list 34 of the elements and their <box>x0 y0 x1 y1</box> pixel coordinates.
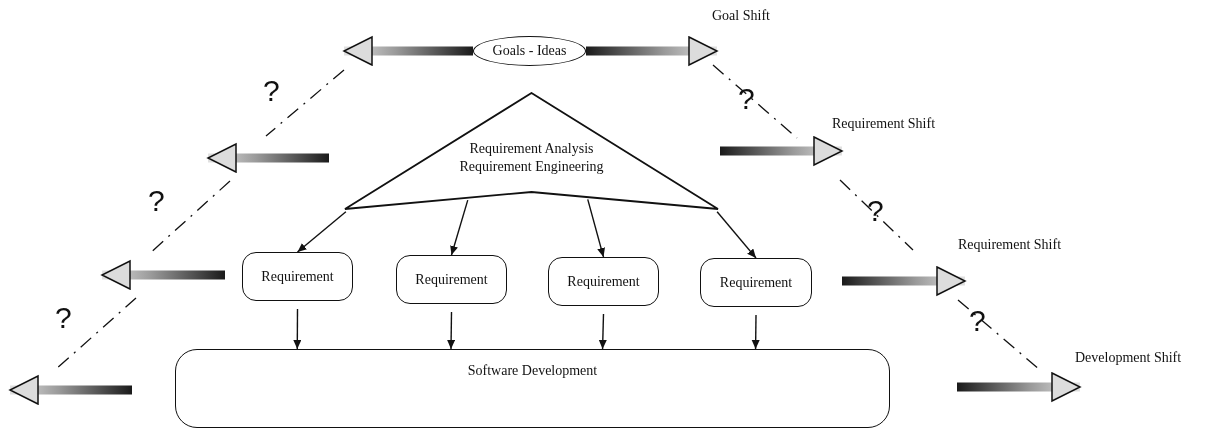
node-text: Requirement <box>261 267 334 286</box>
shift-label: Requirement Shift <box>958 237 1062 253</box>
arrow <box>716 211 757 259</box>
shift-label: Requirement Shift <box>832 116 936 132</box>
arrow <box>450 199 469 256</box>
question-mark: ? <box>148 186 165 216</box>
analysis-triangle <box>344 92 719 210</box>
question-mark: ? <box>263 76 280 106</box>
question-mark: ? <box>738 84 755 114</box>
shift-arrow <box>343 36 473 66</box>
question-mark: ? <box>969 306 986 336</box>
shift-label: Goal Shift <box>712 8 770 24</box>
node-text: Goals - Ideas <box>492 42 567 60</box>
node-text: Requirement <box>567 272 640 291</box>
node-text: Requirement <box>719 273 793 292</box>
requirement-box <box>700 258 812 307</box>
development-box <box>175 349 890 428</box>
arrow <box>447 311 456 350</box>
node-text: Requirement Analysis <box>469 140 594 158</box>
requirement-box <box>396 255 507 304</box>
node-text: Software Development <box>467 362 598 380</box>
requirement-box <box>548 257 659 306</box>
arrow <box>587 198 605 258</box>
question-mark: ? <box>55 303 72 333</box>
arrow <box>293 308 302 350</box>
question-mark: ? <box>867 196 884 226</box>
shift-label: Development Shift <box>1075 350 1182 366</box>
requirement-box <box>242 252 353 301</box>
arrow <box>751 314 760 350</box>
node-text: Requirement <box>415 270 488 289</box>
arrow <box>296 211 347 253</box>
shift-arrow <box>586 36 718 66</box>
node-text: Requirement Engineering <box>459 158 604 176</box>
arrow <box>598 313 607 350</box>
